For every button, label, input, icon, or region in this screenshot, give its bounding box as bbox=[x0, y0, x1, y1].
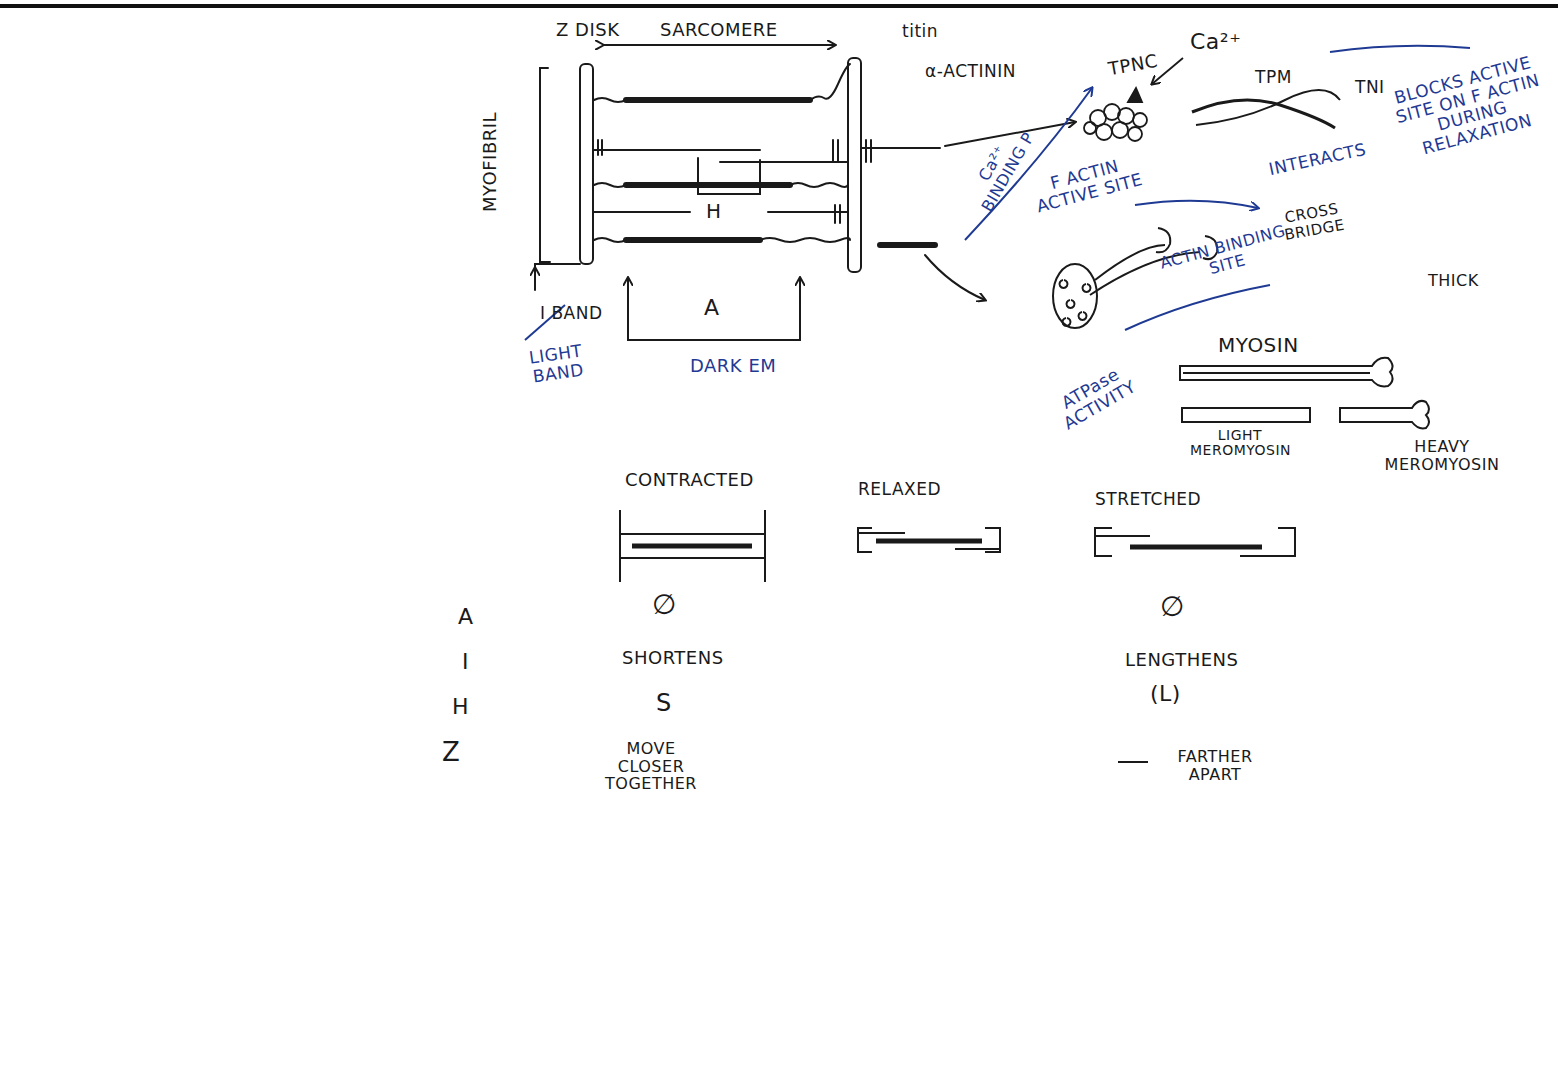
part-name: MYOSIN bbox=[1218, 334, 1299, 356]
part-name: MYOFIBRIL bbox=[480, 112, 500, 212]
note: FARTHER APART bbox=[1160, 748, 1270, 783]
part-name: TNI bbox=[1355, 78, 1385, 97]
note: MOVE CLOSER TOGETHER bbox=[596, 740, 706, 793]
part-name: I BAND bbox=[540, 304, 603, 323]
symbol: ∅ bbox=[652, 590, 677, 621]
part-name: titin bbox=[902, 22, 938, 41]
band-letter: I bbox=[462, 650, 469, 674]
part-name: TPNC bbox=[1107, 51, 1160, 79]
note: SHORTENS bbox=[622, 648, 724, 668]
note: ACTIN BINDING SITE bbox=[1148, 219, 1302, 292]
note: ATPase ACTIVITY bbox=[1029, 348, 1160, 445]
state-label: RELAXED bbox=[858, 480, 941, 499]
note: DARK EM bbox=[690, 356, 776, 376]
part-name: α-ACTININ bbox=[925, 62, 1016, 81]
myosin-molecule bbox=[1180, 358, 1429, 429]
note: LIGHT BAND bbox=[520, 340, 595, 387]
part-name: TPM bbox=[1255, 68, 1292, 87]
myosin-head bbox=[1053, 228, 1217, 328]
state-label: STRETCHED bbox=[1095, 490, 1201, 509]
symbol: S bbox=[656, 690, 672, 716]
sarcomere bbox=[535, 45, 1075, 340]
symbol: ∅ bbox=[1160, 592, 1185, 623]
part-name: H bbox=[706, 200, 722, 222]
part-name: SARCOMERE bbox=[660, 20, 778, 40]
part-name: LIGHT MEROMYOSIN bbox=[1190, 428, 1290, 459]
blue-leaders bbox=[525, 46, 1470, 340]
part-name: A bbox=[704, 296, 720, 320]
part-name: Z DISK bbox=[556, 20, 619, 40]
part-name: HEAVY MEROMYOSIN bbox=[1362, 438, 1522, 473]
ion-label: Ca²⁺ bbox=[1190, 30, 1241, 54]
page-edge bbox=[0, 4, 1558, 8]
note: BLOCKS ACTIVE SITE ON F ACTIN DURING REL… bbox=[1388, 52, 1552, 163]
band-letter: A bbox=[458, 605, 474, 629]
state-label: CONTRACTED bbox=[625, 470, 754, 490]
part-name: THICK bbox=[1428, 272, 1479, 290]
note: F ACTIN ACTIVE SITE bbox=[1029, 151, 1145, 216]
symbol: (L) bbox=[1150, 682, 1181, 706]
band-letter: H bbox=[452, 695, 469, 719]
band-letter: Z bbox=[442, 738, 460, 767]
note: LENGTHENS bbox=[1125, 650, 1238, 670]
note: INTERACTS bbox=[1267, 140, 1368, 179]
sarcomere-states bbox=[620, 510, 1295, 762]
